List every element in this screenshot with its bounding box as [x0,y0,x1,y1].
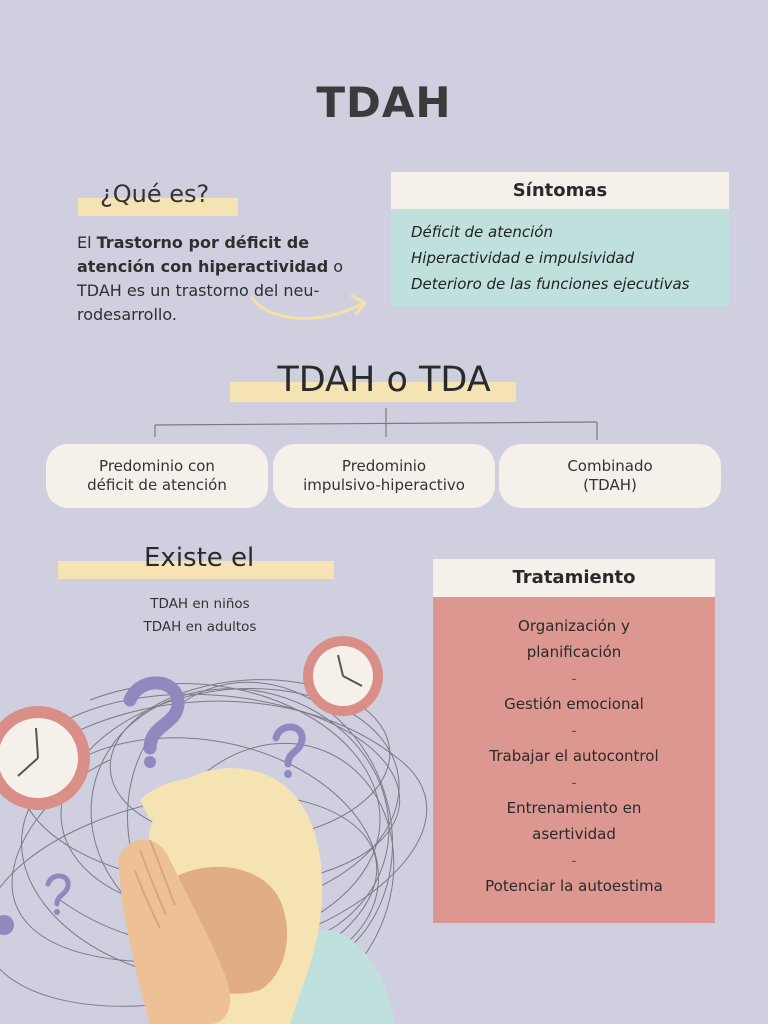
tratamiento-separator: - [571,722,577,738]
tratamiento-line: planificación [526,643,622,661]
tratamiento-list: Organización y planificación - Gestión e… [433,597,715,923]
que-es-text-bold: Trastorno por déficit de atención con hi… [77,233,329,276]
tratamiento-line: asertividad [532,825,616,843]
tipo-pill-hiperactivo: Predominio impulsivo-hiperactivo [273,444,495,508]
curved-arrow-icon [250,294,367,320]
question-mark-dots [0,756,292,935]
tratamiento-line: Gestión emocional [504,695,644,713]
sintomas-list: Déficit de atención Hiperactividad e imp… [391,209,729,307]
que-es-text-after: o TDAH es un trastorno del neu-rodesarro… [77,257,344,324]
tratamiento-line: Organización y [518,617,630,635]
existe-item: TDAH en adultos [143,619,257,635]
tratamiento-separator: - [571,852,577,868]
woman-illustration [118,768,395,1024]
existe-highlight [58,561,334,579]
existe-item: TDAH en niños [150,596,250,612]
tipo-pill-inatento: Predominio con déficit de atención [46,444,268,508]
tipos-highlight [230,382,516,402]
tipos-heading: TDAH o TDA [277,360,491,400]
que-es-highlight [78,198,238,216]
tree-connector [154,408,598,440]
tratamiento-line: Potenciar la autoestima [485,877,663,895]
sintoma-item: Déficit de atención [411,223,553,241]
sintoma-item: Hiperactividad e impulsividad [411,249,635,267]
que-es-description: El Trastorno por déficit de atención con… [77,231,347,327]
que-es-text-before: El [77,233,97,252]
tratamiento-separator: - [571,774,577,790]
tipo-pill-combinado: Combinado (TDAH) [499,444,721,508]
sintoma-item: Deterioro de las funciones ejecutivas [411,275,690,293]
page-title: TDAH [316,78,452,127]
existe-heading: Existe el [144,543,255,573]
tratamiento-line: Trabajar el autocontrol [489,747,659,765]
que-es-heading: ¿Qué es? [100,180,210,208]
clock-icon [303,636,383,716]
question-mark-icon [45,676,306,907]
clock-icon [0,706,90,810]
sintomas-heading: Síntomas [391,172,729,209]
tratamiento-heading: Tratamiento [433,559,715,597]
tratamiento-separator: - [571,670,577,686]
tratamiento-line: Entrenamiento en [506,799,642,817]
